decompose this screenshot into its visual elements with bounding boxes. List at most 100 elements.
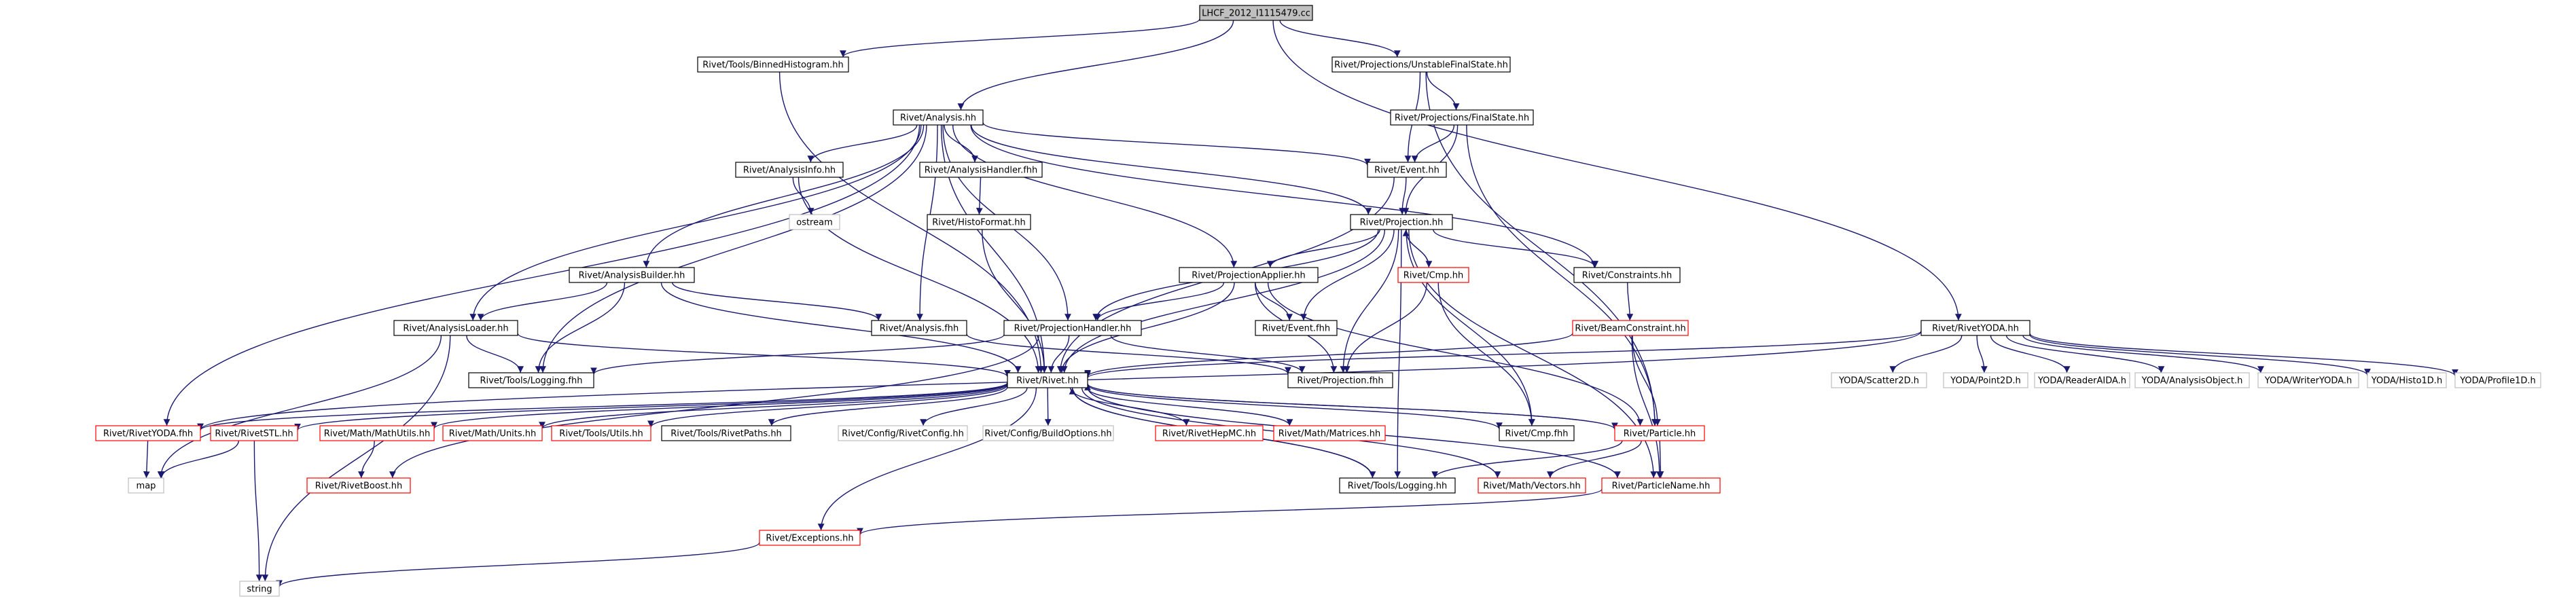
- node-logfhh[interactable]: Rivet/Tools/Logging.fhh: [468, 372, 594, 388]
- node-label: Rivet/BeamConstraint.hh: [1575, 324, 1685, 334]
- node-mathutils[interactable]: Rivet/Math/MathUtils.hh: [319, 425, 435, 441]
- node-rivetpaths[interactable]: Rivet/Tools/RivetPaths.hh: [661, 425, 791, 441]
- edge-analysis-to-rivetyodafhh: [163, 124, 920, 426]
- node-box: [95, 425, 201, 441]
- node-constraints[interactable]: Rivet/Constraints.hh: [1573, 267, 1681, 283]
- node-label: Rivet/AnalysisInfo.hh: [743, 166, 836, 176]
- edge-analysis-to-papplier: [952, 124, 1238, 268]
- node-mathunits[interactable]: Rivet/Math/Units.hh: [442, 425, 543, 441]
- node-box: [1331, 56, 1511, 73]
- node-label: Rivet/Math/Units.hh: [449, 429, 537, 439]
- edge-rivethh-to-toolsutils: [647, 384, 1008, 428]
- edge-phandler-to-logfhh: [590, 334, 1005, 375]
- node-box: [982, 425, 1114, 441]
- node-pname[interactable]: Rivet/ParticleName.hh: [1601, 477, 1721, 494]
- edge-beamc-to-pname: [1631, 335, 1663, 479]
- node-box: [1572, 320, 1689, 336]
- edge-particle-to-vectors: [1547, 440, 1642, 479]
- edge-papplier-to-particle: [1267, 282, 1644, 426]
- node-box: [735, 162, 844, 178]
- node-ahfhh[interactable]: Rivet/AnalysisHandler.fhh: [919, 162, 1043, 178]
- edge-rivethh-to-exceptions: [817, 387, 1037, 531]
- node-eventfhh[interactable]: Rivet/Event.fhh: [1255, 320, 1338, 336]
- node-rivetyoda[interactable]: Rivet/RivetYODA.hh: [1920, 320, 2031, 336]
- node-label: Rivet/Math/Matrices.hh: [1278, 429, 1380, 439]
- edge-rivetstl-to-string: [253, 440, 263, 582]
- node-hepmc[interactable]: Rivet/RivetHepMC.hh: [1155, 425, 1264, 441]
- node-beamc[interactable]: Rivet/BeamConstraint.hh: [1572, 320, 1689, 336]
- node-logginghh[interactable]: Rivet/Tools/Logging.hh: [1339, 477, 1456, 494]
- node-toolsutils[interactable]: Rivet/Tools/Utils.hh: [551, 425, 651, 441]
- node-label: Rivet/Config/RivetConfig.hh: [842, 429, 964, 439]
- node-label: ostream: [796, 218, 833, 228]
- node-box: [893, 109, 984, 126]
- node-rivetboost[interactable]: Rivet/RivetBoost.hh: [306, 477, 411, 494]
- node-box: [319, 425, 435, 441]
- node-finalstate[interactable]: Rivet/Projections/FinalState.hh: [1390, 109, 1534, 126]
- edge-rivetyoda-to-analysisobject: [2005, 335, 2165, 373]
- edge-event-to-projection: [1399, 177, 1407, 215]
- edge-root-to-ufs: [1279, 20, 1401, 58]
- node-box: [1499, 425, 1575, 441]
- edge-aloader-to-map: [157, 335, 442, 479]
- edges-layer: [143, 18, 2458, 587]
- edge-rivethh-to-cmpfhh: [1087, 384, 1503, 430]
- node-box: [789, 214, 840, 230]
- edge-projection-to-constraints: [1433, 229, 1598, 268]
- node-scatter2d: YODA/Scatter2D.h: [1831, 372, 1927, 388]
- node-matrices[interactable]: Rivet/Math/Matrices.hh: [1273, 425, 1386, 441]
- edge-analysisfhh-to-projfhh: [966, 333, 1291, 374]
- node-ufs[interactable]: Rivet/Projections/UnstableFinalState.hh: [1331, 56, 1511, 73]
- edge-rivetyoda-to-histo1d: [2029, 334, 2371, 376]
- node-analysisfhh[interactable]: Rivet/Analysis.fhh: [871, 320, 967, 336]
- node-box: [1255, 320, 1338, 336]
- node-label: Rivet/AnalysisBuilder.hh: [579, 271, 685, 281]
- node-aloader[interactable]: Rivet/AnalysisLoader.hh: [393, 320, 518, 336]
- node-histoformat[interactable]: Rivet/HistoFormat.hh: [927, 214, 1031, 230]
- node-box: [1390, 109, 1534, 126]
- edge-papplier-to-rivethh: [1058, 282, 1235, 373]
- node-box: [1601, 477, 1721, 494]
- node-analysisinfo[interactable]: Rivet/AnalysisInfo.hh: [735, 162, 844, 178]
- node-binned[interactable]: Rivet/Tools/BinnedHistogram.hh: [697, 56, 849, 73]
- node-rivethh[interactable]: Rivet/Rivet.hh: [1007, 372, 1088, 388]
- edge-rivethh-to-rivetconfig: [920, 387, 1028, 426]
- node-exceptions[interactable]: Rivet/Exceptions.hh: [759, 530, 861, 546]
- node-buildopts: Rivet/Config/BuildOptions.hh: [982, 425, 1114, 441]
- node-cmpfhh[interactable]: Rivet/Cmp.fhh: [1499, 425, 1575, 441]
- node-box: [393, 320, 518, 336]
- node-box: [1155, 425, 1264, 441]
- edge-analysisinfo-to-rivethh: [798, 177, 1042, 373]
- node-phandler[interactable]: Rivet/ProjectionHandler.hh: [1003, 320, 1142, 336]
- node-label: Rivet/Tools/Logging.fhh: [480, 376, 583, 386]
- nodes-layer: LHCF_2012_I1115479.ccRivet/Tools/BinnedH…: [95, 5, 2541, 597]
- node-label: Rivet/Event.fhh: [1262, 324, 1330, 334]
- node-rivetstl[interactable]: Rivet/RivetSTL.hh: [210, 425, 298, 441]
- node-box: [2134, 372, 2250, 388]
- node-cmphh[interactable]: Rivet/Cmp.hh: [1397, 267, 1469, 283]
- edge-analysis-to-aloader: [469, 124, 922, 321]
- edge-rivetyodafhh-to-map: [143, 440, 150, 479]
- node-histo1d: YODA/Histo1D.h: [2367, 372, 2447, 388]
- node-label: Rivet/Tools/Utils.hh: [559, 429, 643, 439]
- node-projfhh[interactable]: Rivet/Projection.fhh: [1287, 372, 1393, 388]
- edge-pname-to-exceptions: [857, 488, 1603, 536]
- node-abuilder[interactable]: Rivet/AnalysisBuilder.hh: [569, 267, 695, 283]
- node-rivetyodafhh[interactable]: Rivet/RivetYODA.fhh: [95, 425, 201, 441]
- edge-phandler-to-projfhh: [1110, 335, 1306, 373]
- node-analysis[interactable]: Rivet/Analysis.hh: [893, 109, 984, 126]
- node-particle[interactable]: Rivet/Particle.hh: [1614, 425, 1705, 441]
- edge-abuilder-to-rivethh: [660, 282, 1022, 373]
- node-label: string: [247, 585, 272, 595]
- node-box: [442, 425, 543, 441]
- edge-ahfhh-to-histoformat: [976, 177, 983, 215]
- edge-rivethh-to-rivetyodafhh: [197, 382, 1008, 431]
- node-papplier[interactable]: Rivet/ProjectionApplier.hh: [1179, 267, 1319, 283]
- node-event[interactable]: Rivet/Event.hh: [1367, 162, 1447, 178]
- edge-abuilder-to-analysisfhh: [671, 282, 882, 321]
- edge-rivetyoda-to-point2d: [1976, 335, 1988, 373]
- node-root[interactable]: LHCF_2012_I1115479.cc: [1199, 5, 1313, 21]
- node-vectors[interactable]: Rivet/Math/Vectors.hh: [1478, 477, 1586, 494]
- node-projection[interactable]: Rivet/Projection.hh: [1350, 214, 1453, 230]
- node-label: Rivet/AnalysisLoader.hh: [403, 324, 508, 334]
